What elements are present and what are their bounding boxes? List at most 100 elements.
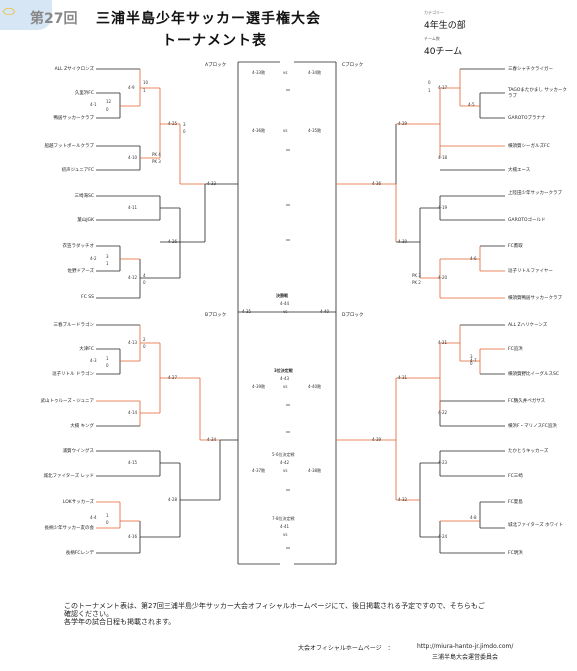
match-code: 4-3 [90, 358, 97, 363]
left-team: 佐野ドアーズ [67, 269, 94, 274]
fifth-title: 5-6位決定戦 [272, 452, 295, 457]
right-team: 横須賀野比イーグルスSC [508, 372, 559, 377]
match-code: 4-23 [438, 460, 448, 465]
block-label-d: Dブロック [342, 313, 364, 318]
match-code: 4-32 [398, 497, 408, 502]
loser-label: 4-40敗 [308, 384, 322, 389]
score: 0 [143, 344, 146, 349]
loser-label: 4-39敗 [252, 384, 266, 389]
score: PK 4 [152, 152, 161, 157]
score: 0 [428, 80, 431, 85]
match-code: 4-8 [470, 515, 477, 520]
right-team: FC鶴久井ペガサス [508, 399, 546, 404]
footer-organizer: 三浦半島大会運営委員会 [432, 654, 499, 661]
page-subtitle: トーナメント表 [162, 33, 267, 49]
score: 1 [106, 261, 109, 266]
page-title: 三浦半島少年サッカー選手権大会 [96, 11, 321, 27]
left-team: 武山トゥルーズ・ジュニア [40, 399, 94, 404]
final-title: 決勝戦 [276, 293, 288, 298]
match-code: 4-16 [128, 534, 138, 539]
match-code: 4-21 [438, 340, 448, 345]
note-line-3: 各学年の試合日程も掲載されます。 [64, 618, 176, 626]
left-team: 船越フットボールクラブ [44, 144, 95, 149]
match-code: 4-22 [438, 410, 448, 415]
match-code: 4-18 [438, 155, 448, 160]
teams-value: 40チーム [424, 47, 463, 57]
match-code: 4-29 [398, 121, 408, 126]
score: 3 [183, 122, 186, 127]
score: 1 [106, 513, 109, 518]
left-team: 長柄FCレンデ [65, 551, 94, 556]
match-code: 4-36 [372, 181, 382, 186]
loser-label: 4-33敗 [252, 70, 266, 75]
left-team: 久里浜FC [74, 91, 94, 96]
vs-label: vs [283, 70, 288, 75]
right-team: 横須賀シーガルズFC [508, 144, 550, 149]
match-code: 4-27 [168, 375, 178, 380]
score: 0 [106, 363, 109, 368]
match-code: 4-26 [168, 239, 178, 244]
match-code: 4-25 [168, 121, 178, 126]
footer-label: 大会オフィシャルホームページ ： [298, 645, 394, 652]
block-label-a: Aブロック [205, 63, 227, 68]
right-team: 逗子リトルファイヤー [508, 269, 553, 274]
left-team: 衣笠ラダッチオ [62, 244, 95, 249]
footer-url[interactable]: http://miura-hanto-jr.jimdo.com/ [417, 643, 514, 650]
left-team: 三春ブルードラゴン [53, 323, 95, 328]
left-team: 大津FC [79, 347, 94, 352]
right-team: 横浜F・マリノスFC追浜 [508, 424, 557, 429]
score: PK 2 [412, 280, 421, 285]
right-team: FC明浜 [508, 551, 523, 556]
match-code: 4-14 [128, 410, 138, 415]
right-team: 城北ファイターズ ホワイト [508, 523, 564, 528]
note-line-2: 確認ください。 [64, 610, 113, 618]
match-code: 4-11 [128, 205, 138, 210]
left-team: LOKサッカーズ [62, 500, 94, 505]
right-team: たかとうキッカーズ [508, 449, 549, 454]
left-team: 初声ジュニアFC [61, 168, 94, 173]
left-team: 鴨居サッカークラブ [53, 116, 95, 121]
match-code: 4-31 [398, 375, 408, 380]
match-code: 4-17 [438, 85, 448, 90]
loser-label: 4-36敗 [252, 128, 266, 133]
right-team: 横須賀鴨居サッカークラブ [508, 296, 562, 301]
score: 1 [106, 356, 109, 361]
right-team: 上陸田少年サッカークラブ [508, 191, 562, 196]
match-code: 4-13 [128, 340, 138, 345]
score: 0 [470, 361, 473, 366]
match-code: 4-5 [468, 102, 475, 107]
match-code: 4-33 [207, 181, 217, 186]
match-code: 4-20 [438, 275, 448, 280]
left-team: 葉山JGK [77, 218, 94, 223]
left-team: 大楠 キング [70, 424, 94, 429]
right-team: FC鷹取 [508, 244, 523, 249]
right-team: 三春シャチクライガー [508, 67, 553, 72]
score: 0 [183, 129, 186, 134]
match-code: 4-15 [128, 460, 138, 465]
third-title: 3位決定戦 [274, 368, 293, 373]
match-code: 4-12 [128, 275, 138, 280]
score: 0 [106, 520, 109, 525]
loser-label: 4-38敗 [308, 468, 322, 473]
right-team: FC三崎 [508, 474, 523, 479]
seventh-title: 7-8位決定戦 [272, 516, 295, 521]
left-team: 三崎海SC [74, 194, 95, 199]
right-team: FC追浜 [508, 347, 523, 352]
vs-label: vs [283, 532, 288, 537]
loser-label: 4-34敗 [308, 70, 322, 75]
loser-label: 4-37敗 [252, 468, 266, 473]
score: 3 [470, 354, 473, 359]
match-code: 4-19 [438, 205, 448, 210]
score: PK 3 [152, 159, 161, 164]
right-team: GAROTOブラナナ [508, 116, 546, 121]
edition-number: 第27回 [30, 11, 78, 27]
match-code: 4-6 [470, 256, 477, 261]
left-team: 浦賀ウイングス [62, 449, 95, 454]
score: 10 [143, 80, 149, 85]
score: 2 [143, 337, 146, 342]
match-code: 4-30 [398, 239, 408, 244]
right-team: ALL Zハリケーンズ [508, 323, 548, 328]
match-code: 4-40 [320, 309, 330, 314]
teams-label: チーム数 [424, 36, 440, 41]
vs-label: vs [283, 309, 288, 314]
